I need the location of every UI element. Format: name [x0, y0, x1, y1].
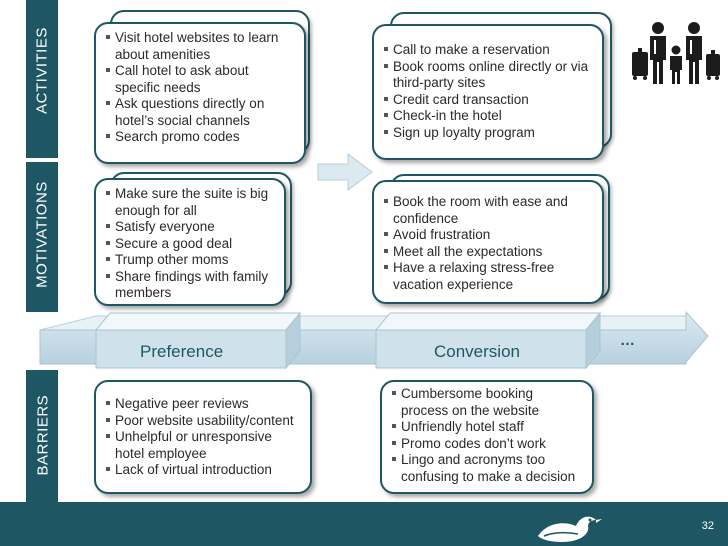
page-number: 32	[701, 520, 714, 532]
list-item: Meet all the expectations	[384, 244, 594, 261]
list-item: Lingo and acronyms too confusing to make…	[392, 452, 584, 485]
family-travel-icon	[632, 22, 720, 84]
list-item: Sign up loyalty program	[384, 125, 594, 142]
list-item: Secure a good deal	[106, 236, 276, 253]
barriers-band	[26, 370, 58, 502]
list-item: Lack of virtual introduction	[106, 462, 302, 479]
list-item: Call hotel to ask about specific needs	[106, 63, 296, 96]
stage-conversion-label: Conversion	[434, 342, 520, 361]
motivations-band	[26, 162, 58, 312]
list-item: Check-in the hotel	[384, 108, 594, 125]
duck-logo-icon	[538, 516, 602, 542]
footer-bar: 32	[0, 502, 728, 546]
preference-block-top	[94, 312, 302, 331]
stage-preference-label: Preference	[140, 342, 224, 361]
list-item: Poor website usability/content	[106, 413, 302, 430]
list-item: Search promo codes	[106, 129, 296, 146]
list-item: Unfriendly hotel staff	[392, 419, 584, 436]
list-item: Trump other moms	[106, 252, 276, 269]
preference-block	[95, 329, 287, 369]
barriers-conversion-list: Cumbersome booking process on the websit…	[392, 386, 584, 485]
list-item: Promo codes don’t work	[392, 436, 584, 453]
barriers-preference-list: Negative peer reviews Poor website usabi…	[106, 396, 302, 479]
activities-conversion-list: Call to make a reservation Book rooms on…	[384, 42, 594, 141]
list-item: Avoid frustration	[384, 227, 594, 244]
section-sidebar: ACTIVITIES MOTIVATIONS BARRIERS	[0, 0, 58, 502]
stage-more-label: …	[620, 332, 635, 349]
list-item: Share findings with family members	[106, 269, 276, 302]
list-item: Unhelpful or unresponsive hotel employee	[106, 429, 302, 462]
motivations-conversion-list: Book the room with ease and confidence A…	[384, 194, 594, 293]
list-item: Cumbersome booking process on the websit…	[392, 386, 584, 419]
list-item: Have a relaxing stress-free vacation exp…	[384, 260, 594, 293]
motivations-preference-list: Make sure the suite is big enough for al…	[106, 186, 276, 302]
activities-band	[26, 0, 58, 158]
list-item: Call to make a reservation	[384, 42, 594, 59]
activities-preference-list: Visit hotel websites to learn about amen…	[106, 30, 296, 146]
list-item: Negative peer reviews	[106, 396, 302, 413]
conversion-block-top	[374, 312, 602, 331]
conversion-block	[375, 329, 587, 369]
conversion-block-side	[585, 311, 601, 370]
preference-block-side	[285, 311, 301, 370]
list-item: Visit hotel websites to learn about amen…	[106, 30, 296, 63]
list-item: Book the room with ease and confidence	[384, 194, 594, 227]
list-item: Ask questions directly on hotel’s social…	[106, 96, 296, 129]
list-item: Make sure the suite is big enough for al…	[106, 186, 276, 219]
list-item: Book rooms online directly or via third-…	[384, 59, 594, 92]
list-item: Credit card transaction	[384, 92, 594, 109]
list-item: Satisfy everyone	[106, 219, 276, 236]
